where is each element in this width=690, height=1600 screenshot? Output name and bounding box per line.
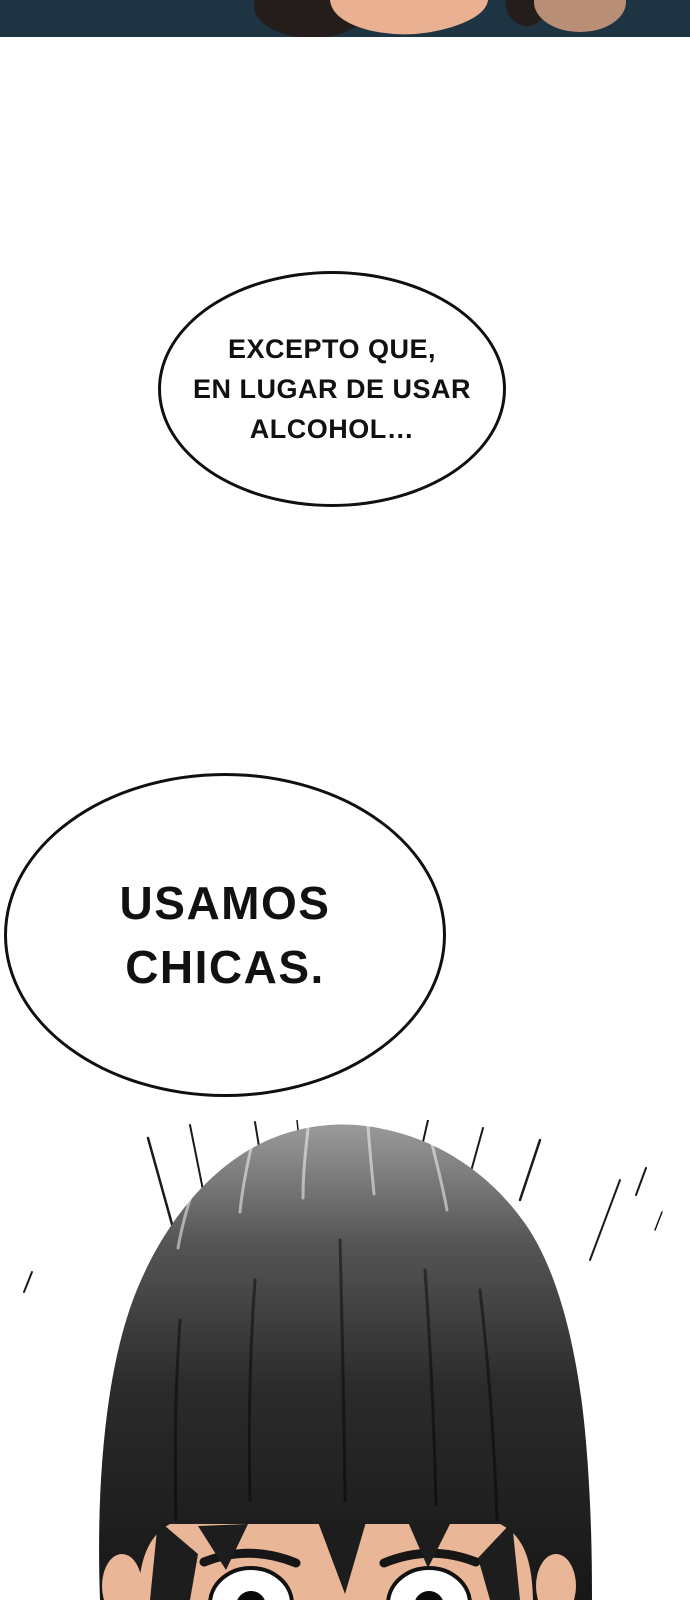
left-eye xyxy=(208,1566,294,1600)
character-head-panel xyxy=(0,1120,690,1600)
previous-panel-crop xyxy=(0,0,690,37)
bubble-line: USAMOS xyxy=(119,877,331,929)
left-ear xyxy=(102,1554,142,1600)
character-head-art xyxy=(23,1120,663,1600)
right-pupil xyxy=(415,1591,443,1600)
speech-bubble-text: USAMOS CHICAS. xyxy=(120,871,331,999)
panel-chin-shape xyxy=(330,0,488,35)
hairline-strands xyxy=(150,1520,520,1600)
speech-bubble-text: EXCEPTO QUE, EN LUGAR DE USAR ALCOHOL… xyxy=(193,329,471,449)
left-pupil xyxy=(237,1591,265,1600)
speech-bubble-usamos: USAMOS CHICAS. xyxy=(4,773,446,1097)
bubble-line: EXCEPTO QUE, xyxy=(227,334,437,364)
hair-highlights xyxy=(176,1125,449,1250)
left-eyebrow xyxy=(199,1548,301,1568)
right-eye xyxy=(386,1566,472,1600)
bubble-line: ALCOHOL… xyxy=(249,414,415,444)
right-ear xyxy=(536,1554,576,1600)
bubble-line: CHICAS. xyxy=(125,941,325,993)
bubble-line: EN LUGAR DE USAR xyxy=(192,374,471,404)
previous-panel-art xyxy=(0,0,690,37)
hair-strands xyxy=(173,1238,499,1522)
speech-bubble-excepto: EXCEPTO QUE, EN LUGAR DE USAR ALCOHOL… xyxy=(158,271,506,507)
panel-shoulder-shape xyxy=(534,0,626,32)
character-hair xyxy=(99,1124,593,1600)
